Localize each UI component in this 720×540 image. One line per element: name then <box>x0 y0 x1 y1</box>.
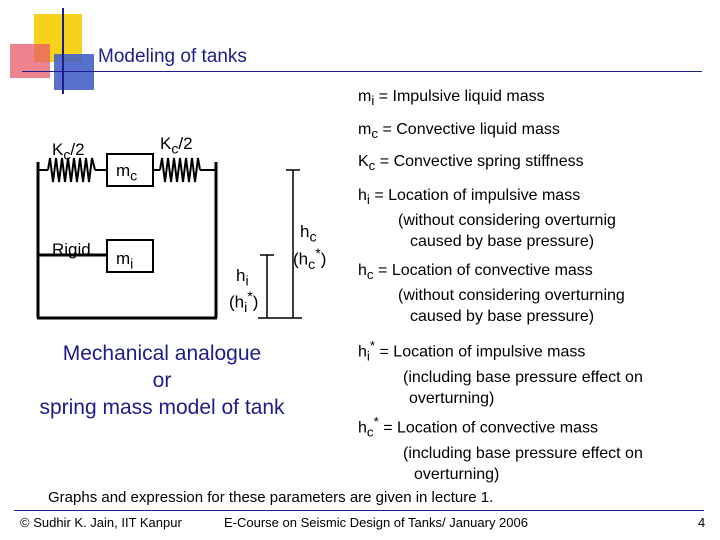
footer-rule <box>14 510 704 511</box>
caption-line: or <box>152 369 172 392</box>
header-rule <box>22 71 702 72</box>
definition-line: overturning) <box>409 389 495 407</box>
hi-star-label: (hi*) <box>229 289 259 317</box>
mc-block <box>106 153 154 187</box>
definition-hi: hi = Location of impulsive mass (without… <box>358 187 616 251</box>
definition-mc: mc = Convective liquid mass <box>358 121 560 142</box>
diagram-caption: Mechanical analogue or spring mass model… <box>12 340 312 421</box>
definition-line: (without considering overturning <box>398 287 625 305</box>
kc-right-label: Kc/2 <box>160 134 193 158</box>
definition-hi-star: hi* = Location of impulsive mass (includ… <box>358 338 643 407</box>
definition-hc-star: hc* = Location of convective mass (inclu… <box>358 414 643 483</box>
definition-line: caused by base pressure) <box>410 308 595 326</box>
definition-line: (without considering overturnig <box>398 212 616 230</box>
definition-line: (including base pressure effect on <box>403 444 643 462</box>
deco-square-blue <box>54 54 94 90</box>
caption-line: Mechanical analogue <box>62 342 262 365</box>
page-number: 4 <box>698 515 706 530</box>
mi-label: mi <box>116 249 134 273</box>
definition-line: (including base pressure effect on <box>403 368 643 386</box>
lecture-note: Graphs and expression for these paramete… <box>48 489 494 506</box>
deco-square-red <box>10 44 50 78</box>
kc-left-label: Kc/2 <box>52 140 85 164</box>
left-spring-kc <box>38 157 107 183</box>
footer-author: © Sudhir K. Jain, IIT Kanpur <box>20 515 182 530</box>
footer-course: E-Course on Seismic Design of Tanks/ Jan… <box>224 515 528 530</box>
hc-label: hc <box>300 222 317 246</box>
definition-kc: Kc = Convective spring stiffness <box>358 153 584 174</box>
tank-diagram <box>36 153 302 320</box>
slide-title: Modeling of tanks <box>98 46 247 67</box>
definition-mi: mi = Impulsive liquid mass <box>358 88 545 109</box>
hc-star-label: (hc*) <box>293 246 327 274</box>
rigid-label: Rigid <box>52 240 91 259</box>
mc-label: mc <box>116 161 138 185</box>
hi-label: hi <box>236 266 249 290</box>
definition-line: caused by base pressure) <box>410 233 595 251</box>
deco-vertical-line <box>62 8 64 94</box>
caption-line: spring mass model of tank <box>39 396 285 419</box>
definition-line: overturning) <box>414 465 500 483</box>
right-spring-kc <box>153 157 216 183</box>
definition-hc: hc = Location of convective mass (withou… <box>358 262 625 326</box>
